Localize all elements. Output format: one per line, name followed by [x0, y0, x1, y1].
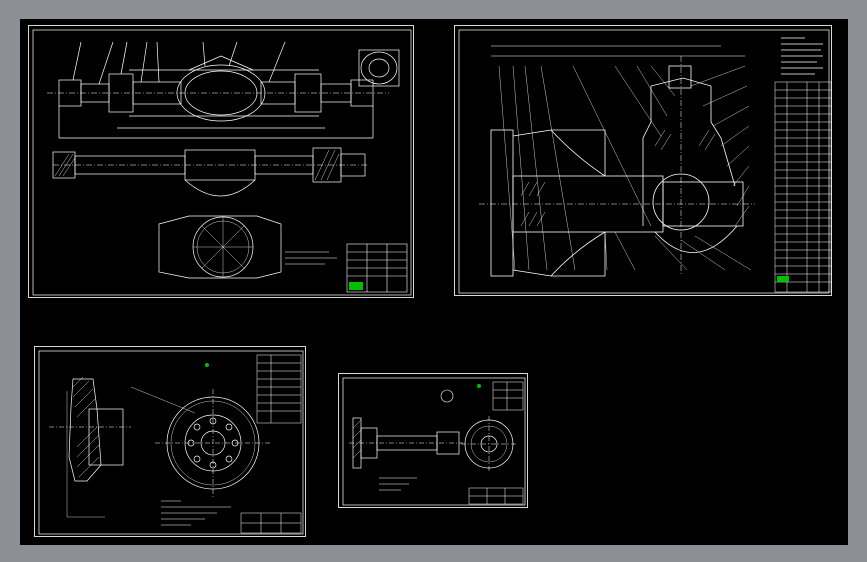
- drawing-sheet-axle-housing[interactable]: [28, 25, 414, 298]
- drawing-sheet-final-drive[interactable]: [454, 25, 832, 296]
- final-drive-drawing: [458, 29, 832, 294]
- drawing-sheet-half-shaft[interactable]: [338, 373, 528, 508]
- axle-housing-drawing: [32, 29, 412, 296]
- cad-model-space[interactable]: [20, 19, 848, 545]
- brake-drum-drawing: [38, 350, 304, 535]
- half-shaft-drawing: [342, 377, 526, 506]
- drawing-sheet-brake-drum[interactable]: [34, 346, 306, 537]
